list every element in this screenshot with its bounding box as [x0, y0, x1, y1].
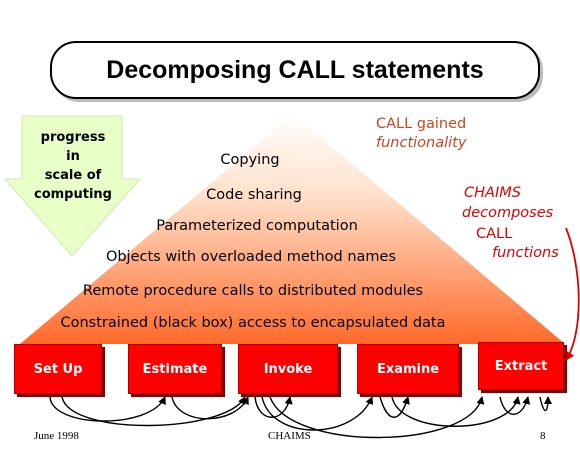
decomposes-label-line-3: CALL — [476, 226, 513, 242]
progress-arrow-shape — [3, 115, 142, 257]
primitive-label-setup: Set Up — [33, 361, 83, 377]
progress-label-line-1: progress — [40, 130, 106, 145]
pyramid-level-4: Objects with overloaded method names — [105, 249, 397, 265]
primitive-label-examine: Examine — [376, 361, 440, 377]
slide-title: Decomposing CALL statements — [106, 55, 484, 84]
decomposes-label-line-1: CHAIMS — [464, 185, 521, 201]
progress-label-line-4: computing — [34, 187, 112, 202]
primitive-label-estimate: Estimate — [142, 361, 208, 377]
primitive-label-invoke: Invoke — [263, 361, 313, 377]
decomposes-label-line-4: functions — [492, 245, 559, 261]
decomposes-label-line-2: decomposes — [462, 205, 554, 221]
pyramid-shape — [20, 114, 565, 344]
primitive-box-invoke: Invoke — [238, 344, 338, 394]
pyramid-level-5: Remote procedure calls to distributed mo… — [82, 283, 424, 299]
progress-label: progress in scale of computing — [14, 128, 132, 204]
pyramid-level-1: Copying — [220, 152, 280, 168]
primitive-box-extract: Extract — [478, 342, 564, 390]
title-box: Decomposing CALL statements — [50, 41, 540, 99]
footer-page-number: 8 — [540, 430, 546, 442]
footer-center: CHAIMS — [268, 430, 311, 442]
pyramid-level-2: Code sharing — [206, 187, 302, 203]
primitive-box-estimate: Estimate — [128, 344, 222, 394]
primitive-label-extract: Extract — [494, 358, 548, 374]
pyramid-level-3: Parameterized computation — [156, 218, 358, 234]
progress-label-line-2: in — [66, 149, 80, 164]
primitive-box-setup: Set Up — [14, 344, 102, 394]
footer-date: June 1998 — [34, 430, 79, 442]
decomposes-arrow — [565, 227, 580, 361]
gained-label-line-2: functionality — [376, 135, 467, 151]
progress-label-line-3: scale of — [44, 168, 102, 183]
primitive-box-examine: Examine — [357, 344, 459, 394]
pyramid-level-6: Constrained (black box) access to encaps… — [60, 315, 446, 331]
gained-label-line-1: CALL gained — [376, 116, 467, 132]
connector-arrows — [49, 396, 552, 439]
